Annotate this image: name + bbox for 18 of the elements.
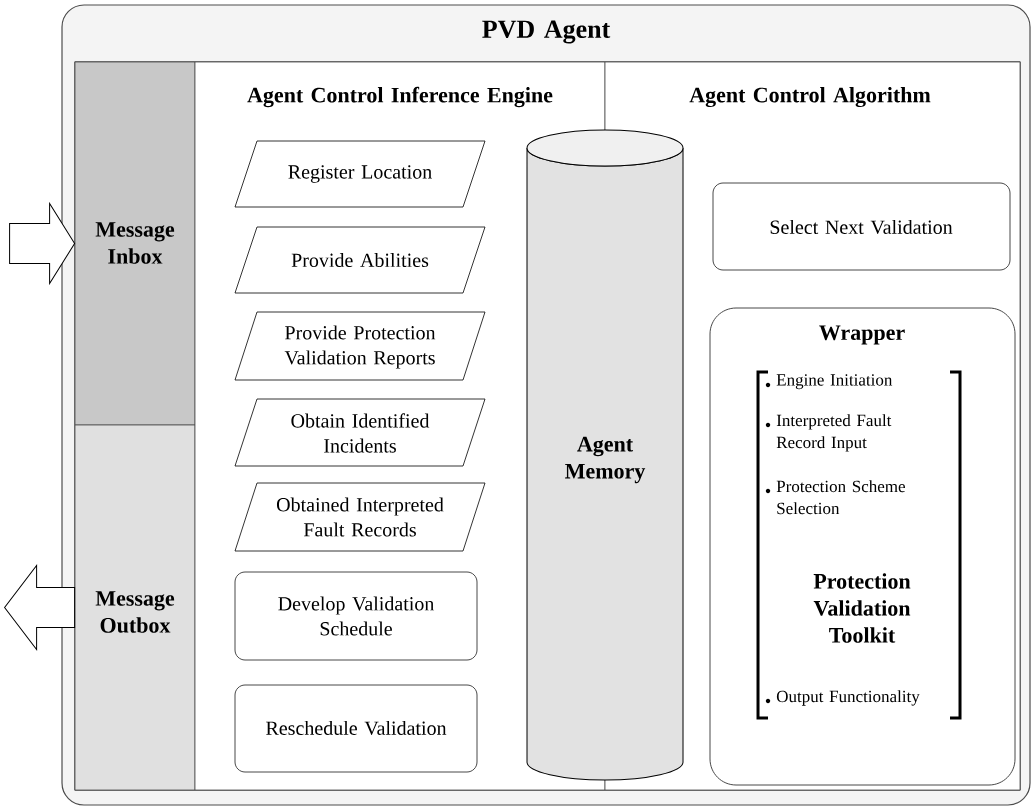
process-box: Select Next Validation bbox=[712, 182, 1011, 271]
block-arrow bbox=[9, 203, 76, 284]
parallelogram-box: Provide Abilities bbox=[234, 226, 486, 294]
mailbox-band: Message Outbox bbox=[74, 424, 196, 791]
bullet-item: Engine Initiation bbox=[765, 374, 893, 390]
parallelogram-box: Provide Protection Validation Reports bbox=[234, 311, 486, 381]
bullet-item: Interpreted Fault Record Input bbox=[765, 414, 892, 452]
process-box: Develop Validation Schedule bbox=[234, 571, 478, 661]
process-box: Reschedule Validation bbox=[234, 684, 478, 773]
memory-cylinder: Agent Memory bbox=[526, 129, 684, 781]
mailbox-band: Message Inbox bbox=[74, 61, 196, 426]
parallelogram-box: Obtained Interpreted Fault Records bbox=[234, 482, 486, 552]
bullet-item: Protection Scheme Selection bbox=[765, 480, 905, 515]
toolkit-title: Protection Validation Toolkit bbox=[813, 573, 911, 643]
parallelogram-box: Obtain Identified Incidents bbox=[234, 398, 486, 467]
block-arrow bbox=[4, 565, 76, 650]
bullet-item: Output Functionality bbox=[765, 690, 920, 706]
parallelogram-box: Register Location bbox=[234, 140, 486, 208]
